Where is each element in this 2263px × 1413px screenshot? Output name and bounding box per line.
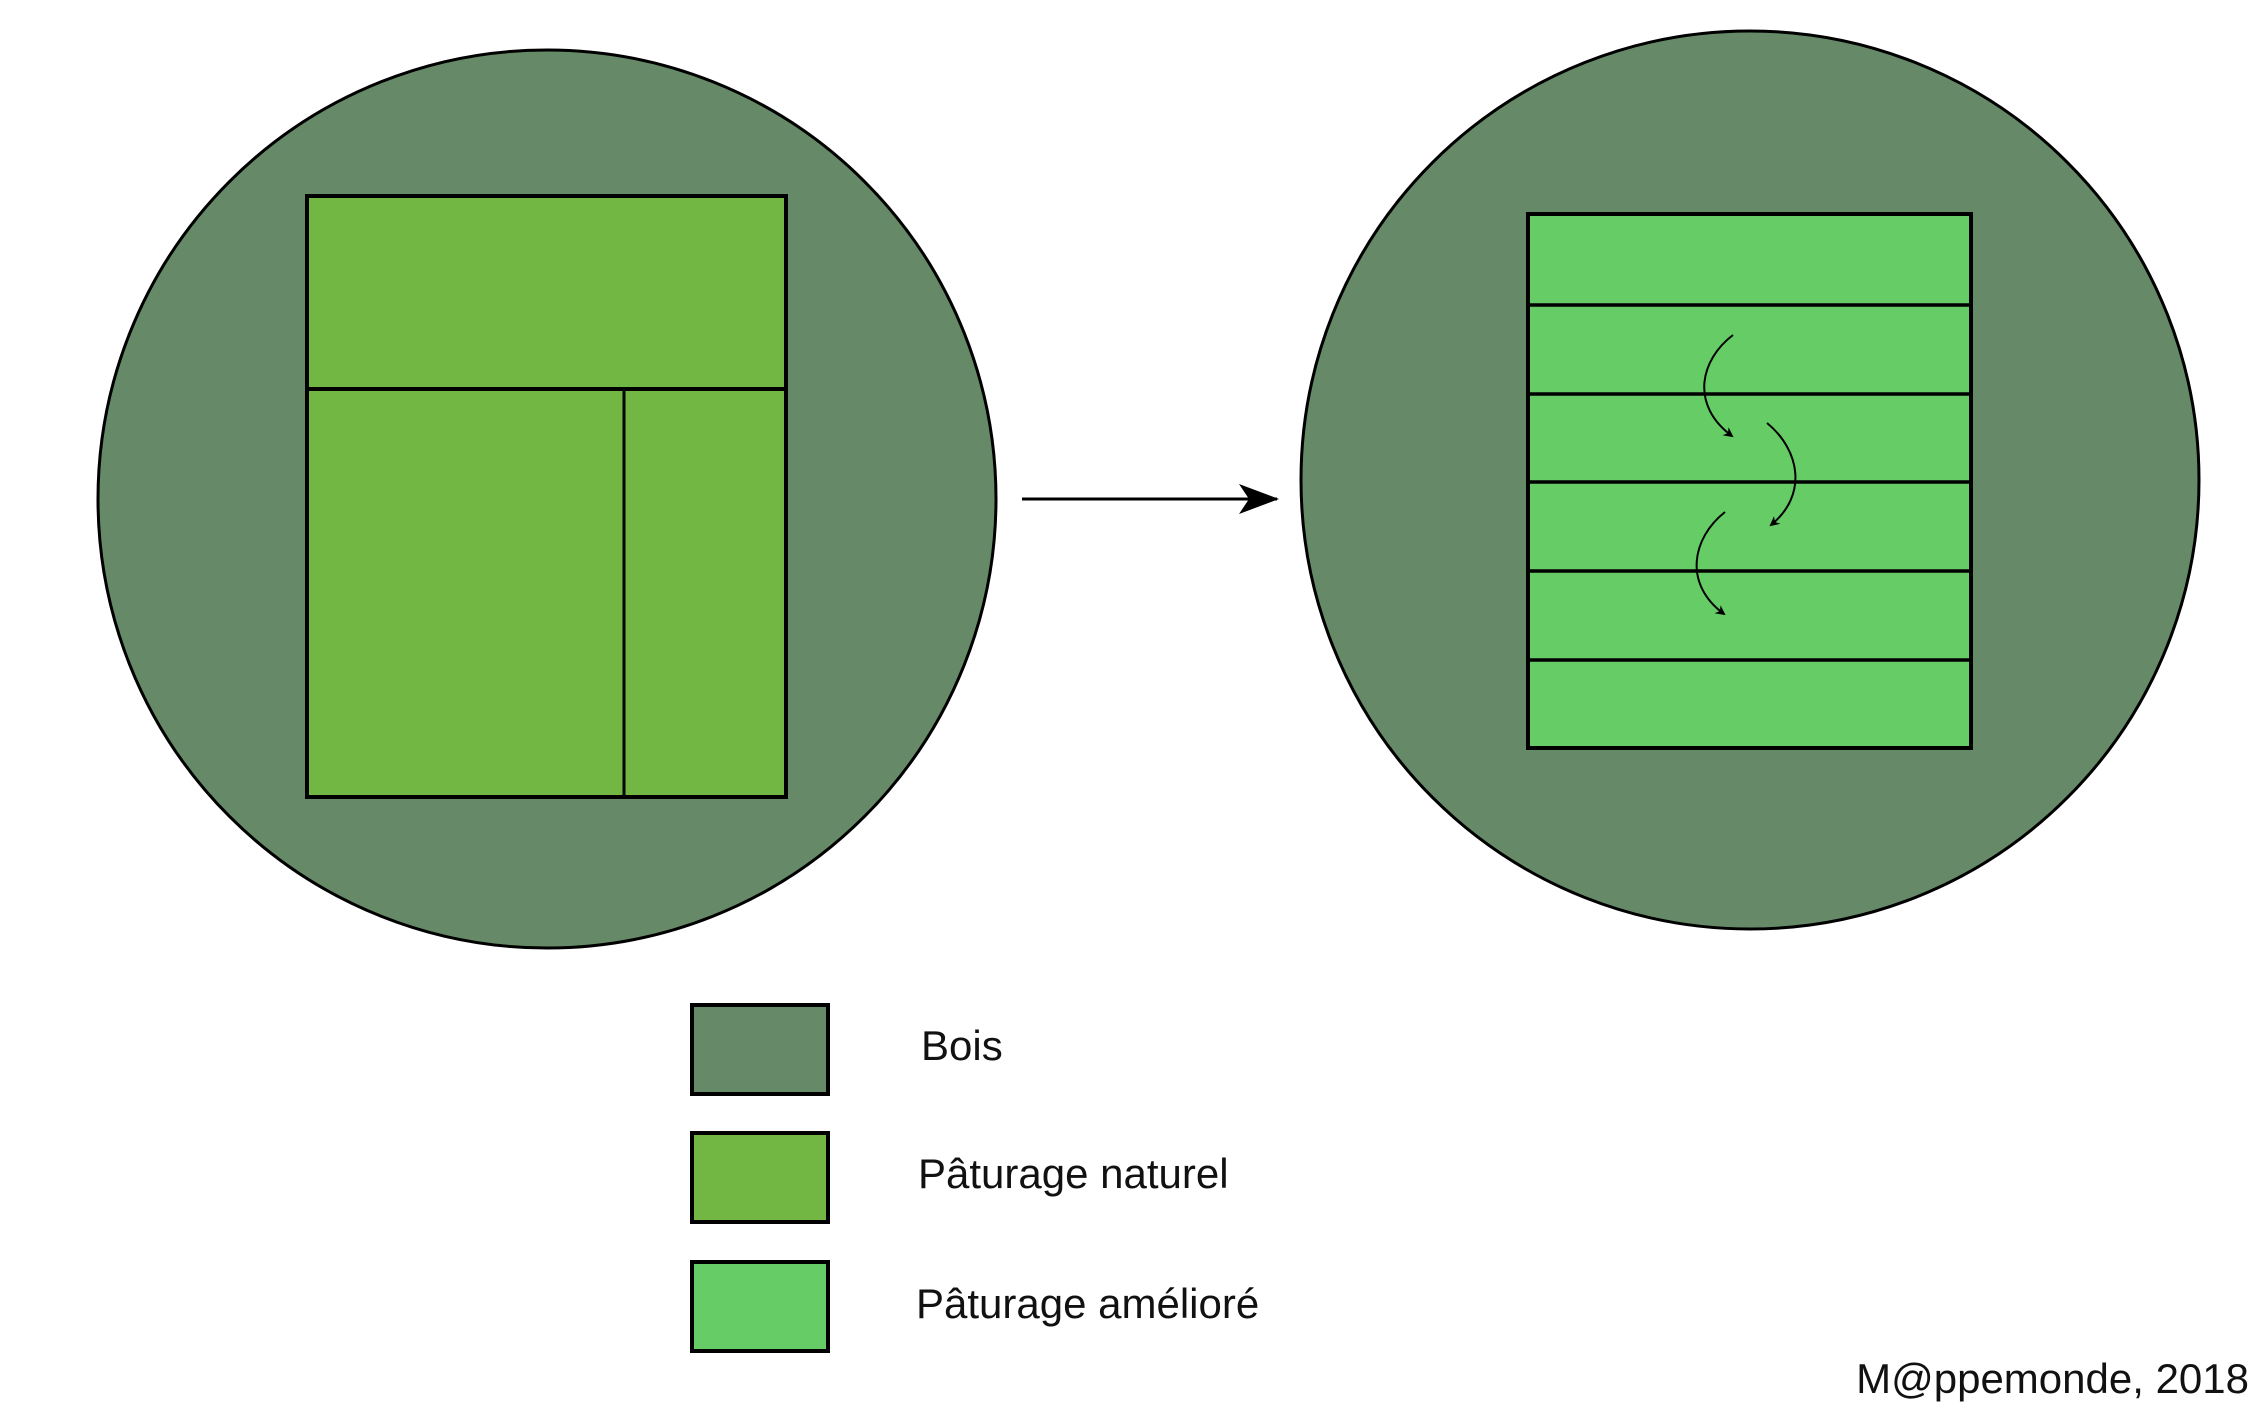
before-situation [96, 48, 998, 950]
legend-label-bois: Bois [921, 1022, 1003, 1069]
credit: M@ppemonde, 2018 [1856, 1355, 2249, 1402]
legend-swatch-paturage-naturel [690, 1131, 830, 1224]
after-situation [1299, 29, 2201, 931]
rotation-arrow-icon [1703, 334, 1734, 438]
legend-swatch-bois [690, 1003, 830, 1096]
legend-label-paturage-naturel: Pâturage naturel [918, 1150, 1229, 1197]
natural-pasture-parcel [305, 194, 788, 799]
legend-label-paturage-ameliore: Pâturage amélioré [916, 1280, 1260, 1327]
rotation-arrow-icon [1695, 511, 1726, 616]
legend-swatch-paturage-ameliore [690, 1260, 830, 1353]
rotation-arrow-icon [1766, 422, 1797, 527]
